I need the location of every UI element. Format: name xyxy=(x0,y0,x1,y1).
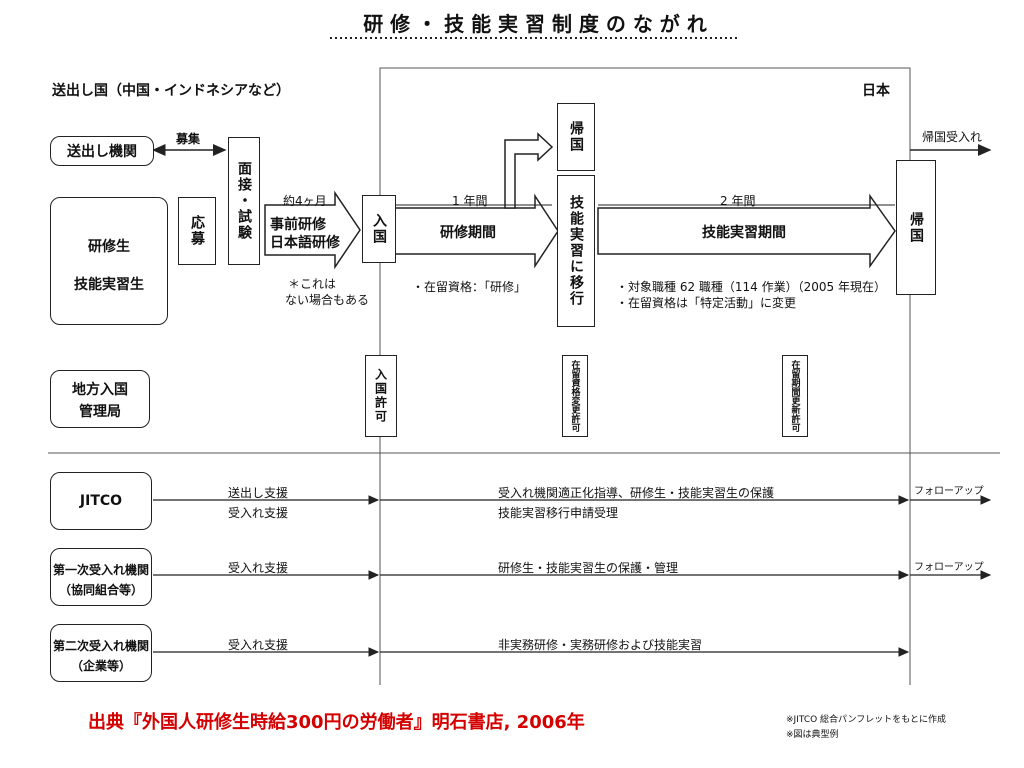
training-period-label: 研修期間 xyxy=(440,225,496,241)
jitco-application: 技能実習移行申請受理 xyxy=(498,506,619,520)
japan-frame xyxy=(379,67,911,454)
secondary-acceptance-box: 第二次受入れ機関 （企業等） xyxy=(50,624,152,682)
status-change-permit-box: 在留資格変更許可 xyxy=(562,355,588,437)
primary-accept-support: 受入れ支援 xyxy=(228,561,289,575)
primary-acceptance-box: 第一次受入れ機関 （協同組合等） xyxy=(50,548,152,606)
jitco-accept-support: 受入れ支援 xyxy=(228,506,289,520)
pre-training-arrow xyxy=(264,190,361,270)
trainee-box: 研修生 技能実習生 xyxy=(50,197,168,325)
entry-label: 入国 xyxy=(371,213,387,245)
sending-agency-box: 送出し機関 xyxy=(50,136,154,166)
footnote-1: ※JITCO 総合パンフレットをもとに作成 xyxy=(786,715,947,725)
jitco-send-support: 送出し支援 xyxy=(228,486,289,500)
shift-to-intern-label: 技能実習に移行 xyxy=(568,195,584,307)
return-home-box-1: 帰国 xyxy=(557,103,595,171)
source-citation: 出典『外国人研修生時給300円の労働者』明石書店, 2006年 xyxy=(88,712,585,733)
status-training-note: ・在留資格：「研修」 xyxy=(412,280,527,294)
period-renewal-permit-box: 在留期間更新許可 xyxy=(782,355,808,437)
note-line1: ＊これは xyxy=(288,277,337,291)
primary-line1: 第一次受入れ機関 xyxy=(52,563,149,577)
return-home-box-2: 帰国 xyxy=(896,160,936,295)
entry-permit-box: 入国許可 xyxy=(365,355,397,437)
secondary-training: 非実務研修・実務研修および技能実習 xyxy=(498,638,703,652)
pre-training-line1: 事前研修 xyxy=(270,217,326,233)
intern-period-label: 技能実習期間 xyxy=(702,225,786,241)
return-branch-arrow xyxy=(504,132,554,209)
primary-line2: （協同組合等） xyxy=(58,583,143,597)
sending-country-label: 送出し国（中国・インドネシアなど） xyxy=(52,83,290,99)
jitco-box: JITCO xyxy=(50,472,152,530)
one-year-label: 1 年間 xyxy=(452,194,488,208)
recruit-label: 募集 xyxy=(176,132,201,146)
secondary-line1: 第二次受入れ機関 xyxy=(52,639,149,653)
immigration-bureau-line2: 管理局 xyxy=(79,404,121,420)
interview-box: 面接・試験 xyxy=(228,137,260,265)
entry-box: 入国 xyxy=(362,195,396,263)
jitco-guidance: 受入れ機関適正化指導、研修生・技能実習生の保護 xyxy=(498,486,775,500)
note-line2: ない場合もある xyxy=(285,293,370,307)
two-years-label: 2 年間 xyxy=(720,194,756,208)
target-occupations-note: ・対象職種 62 職種（114 作業）（2005 年現在） xyxy=(616,280,886,294)
immigration-bureau-line1: 地方入国 xyxy=(72,382,128,398)
return-acceptance-label: 帰国受入れ xyxy=(922,130,983,144)
return-home-label-1: 帰国 xyxy=(568,121,584,153)
entry-permit-label: 入国許可 xyxy=(373,368,388,424)
page-title: 研 修 ・ 技 能 実 習 制 度 の な が れ xyxy=(363,12,707,36)
secondary-line2: （企業等） xyxy=(70,659,131,673)
followup-label-2: フォローアップ xyxy=(914,562,984,573)
pre-training-line2: 日本語研修 xyxy=(270,235,340,251)
intern-period-arrow xyxy=(597,193,896,269)
about-4-months: 約4ヶ月 xyxy=(283,194,327,208)
apply-box: 応募 xyxy=(178,197,216,265)
status-change-note: ・在留資格は「特定活動」に変更 xyxy=(616,296,797,310)
secondary-accept-support: 受入れ支援 xyxy=(228,638,289,652)
followup-label-1: フォローアップ xyxy=(914,486,984,497)
primary-protect: 研修生・技能実習生の保護・管理 xyxy=(498,561,679,575)
apply-label: 応募 xyxy=(189,215,205,247)
status-change-permit-label: 在留資格変更許可 xyxy=(569,360,580,432)
interview-label: 面接・試験 xyxy=(236,161,252,241)
technical-intern-label: 技能実習生 xyxy=(74,277,144,293)
immigration-bureau-box: 地方入国 管理局 xyxy=(50,370,150,428)
return-home-label-2: 帰国 xyxy=(908,211,924,244)
period-renewal-permit-label: 在留期間更新許可 xyxy=(789,360,800,432)
shift-to-intern-box: 技能実習に移行 xyxy=(557,175,595,327)
trainee-label: 研修生 xyxy=(88,239,130,255)
footnote-2: ※図は典型例 xyxy=(786,730,839,740)
training-period-arrow xyxy=(391,193,559,269)
japan-label: 日本 xyxy=(862,83,890,99)
